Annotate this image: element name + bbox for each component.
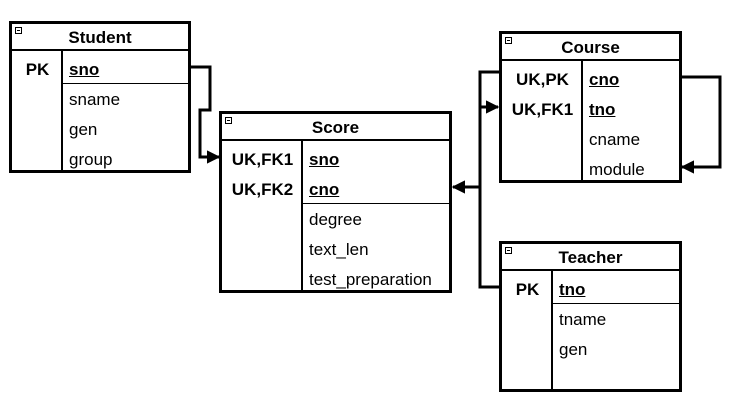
field-gen: gen [559,340,588,359]
field-text-len: text_len [309,240,369,259]
key-label: UK,FK2 [231,180,294,199]
entity-title: Course [502,34,679,61]
field-cno: cno [589,70,620,89]
field-degree: degree [309,210,362,229]
entity-teacher[interactable]: Teacher PK tno tname gen [499,241,682,392]
connector-course-self-reference [680,75,722,174]
field-sname: sname [69,90,121,109]
connector-course-to-score [451,70,500,194]
key-section-separator [303,203,449,204]
key-label: UK,PK [516,70,569,89]
key-label: PK [515,280,540,299]
field-test-preparation: test_preparation [309,270,432,289]
entity-title: Teacher [502,244,679,271]
field-sno: sno [309,150,340,169]
field-group: group [69,150,113,169]
key-column-divider [12,51,63,170]
field-cname: cname [589,130,641,149]
entity-score[interactable]: Score UK,FK1 sno UK,FK2 cno degree text_… [219,111,452,293]
key-column-divider [502,61,583,180]
field-gen: gen [69,120,98,139]
collapse-icon[interactable] [15,27,22,34]
connector-student-to-score [190,65,221,164]
key-label: UK,FK1 [231,150,294,169]
collapse-icon[interactable] [505,37,512,44]
field-tname: tname [559,310,607,329]
connector-teacher-to-course [478,100,500,289]
field-module: module [589,160,645,179]
field-sno: sno [69,60,100,79]
key-section-separator [553,303,679,304]
field-tno: tno [589,100,616,119]
collapse-icon[interactable] [505,247,512,254]
entity-student[interactable]: Student PK sno sname gen group [9,21,191,173]
key-label: PK [25,60,50,79]
field-cno: cno [309,180,340,199]
key-column-divider [502,271,553,389]
collapse-icon[interactable] [225,117,232,124]
key-column-divider [222,141,303,290]
entity-title: Student [12,24,188,51]
entity-course[interactable]: Course UK,PK cno UK,FK1 tno cname module [499,31,682,183]
key-label: UK,FK1 [511,100,574,119]
field-tno: tno [559,280,586,299]
key-section-separator [63,83,188,84]
entity-title: Score [222,114,449,141]
